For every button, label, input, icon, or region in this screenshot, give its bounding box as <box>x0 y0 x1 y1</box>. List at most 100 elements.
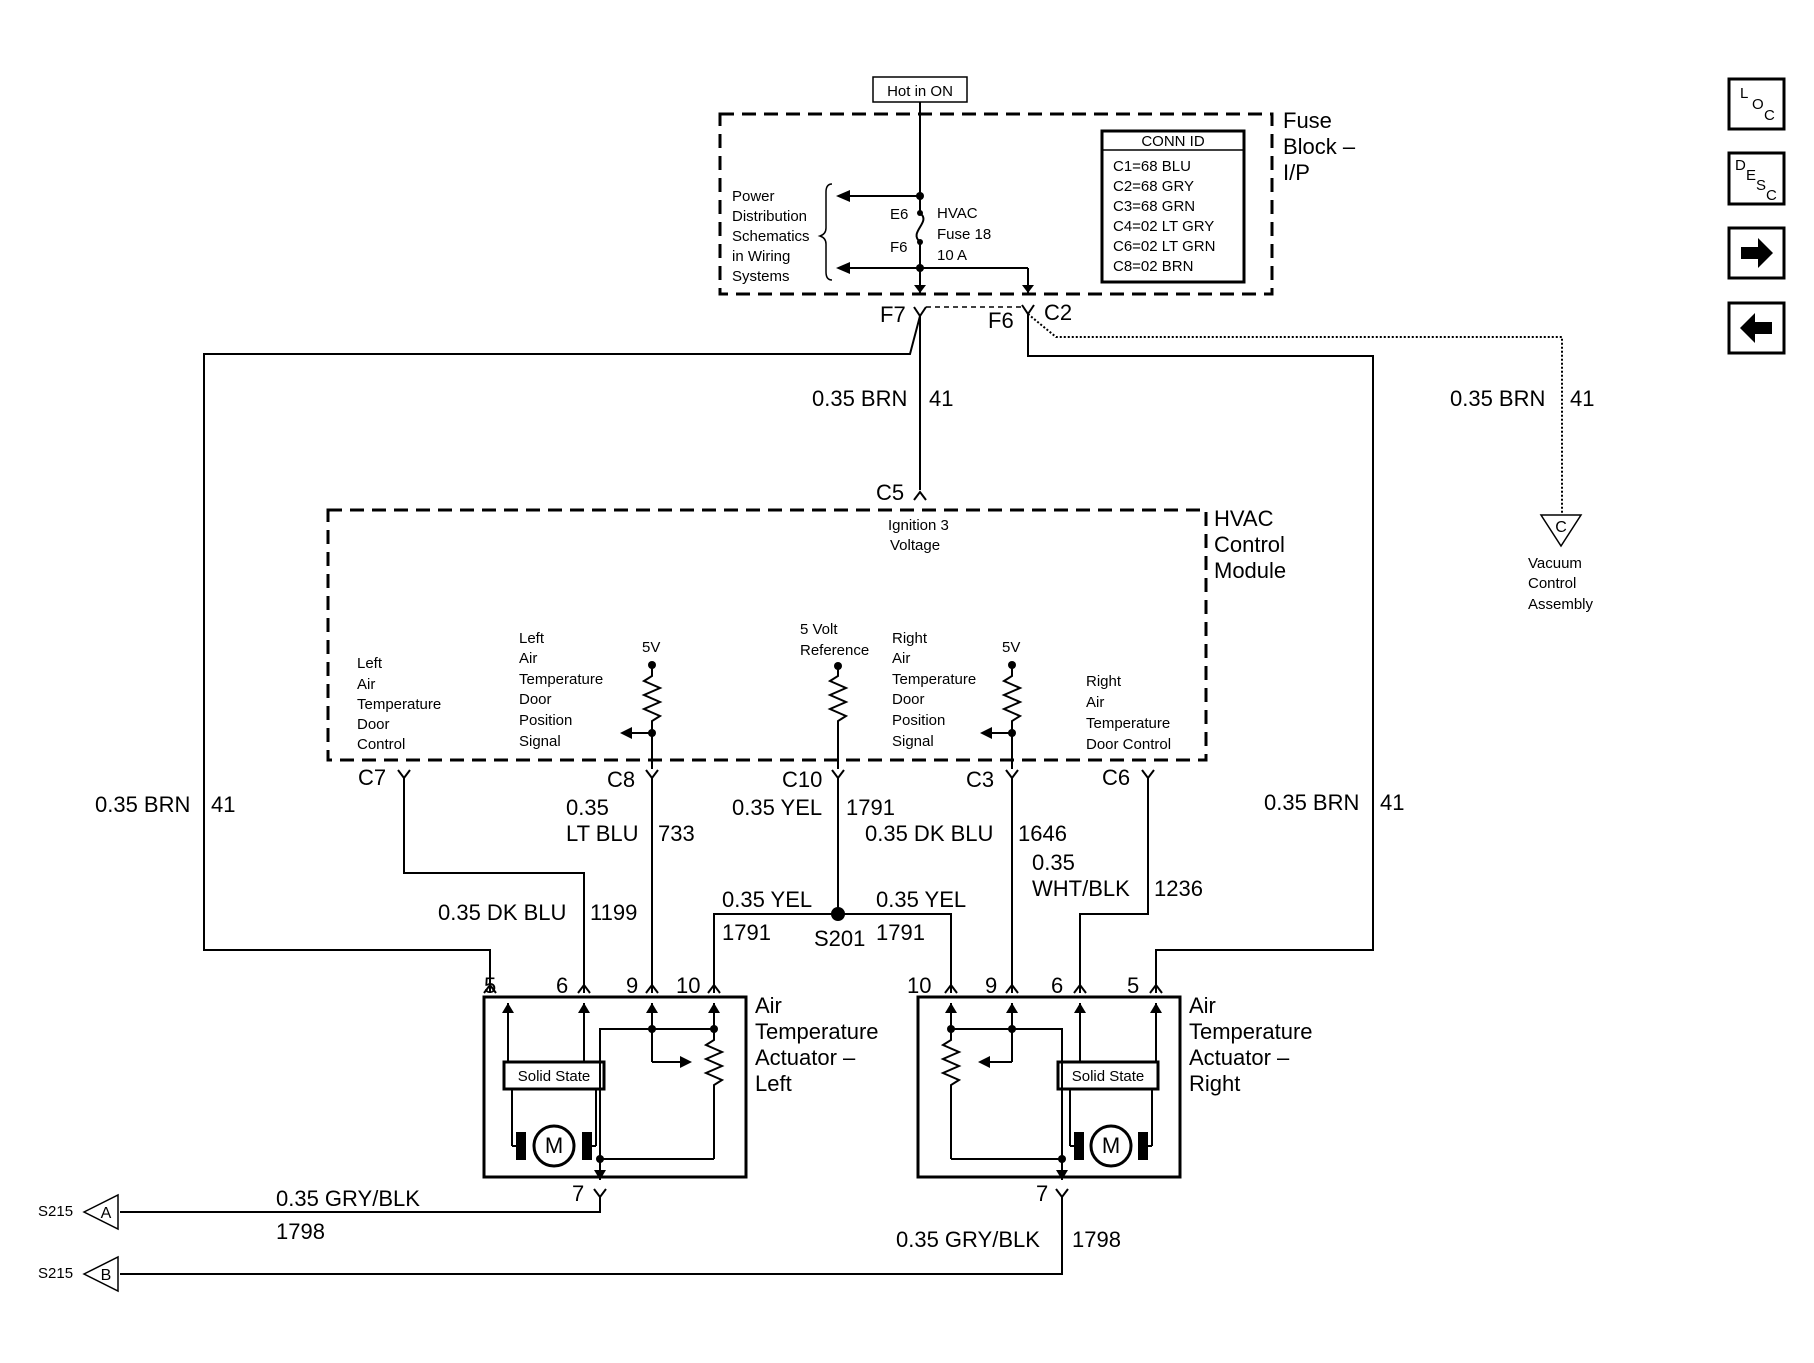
pin-c3: C3 <box>966 767 994 792</box>
five-volt-ref-2: Reference <box>800 642 869 659</box>
left-position-2: Air <box>519 650 537 667</box>
conn-id-row: C6=02 LT GRN <box>1113 238 1215 255</box>
hvac-module-title-3: Module <box>1214 558 1286 583</box>
wire-vacuum-brn <box>1027 313 1563 515</box>
actuator-right-ground-pin: 7 <box>1036 1181 1048 1206</box>
splice-right-label: 0.35 YEL <box>876 887 966 912</box>
wire-c3-label: 0.35 DK BLU <box>865 821 993 846</box>
hot-in-on-box: Hot in ON <box>872 76 968 103</box>
right-door-control-4: Door Control <box>1086 736 1171 753</box>
ground-ref-a: S215 A <box>38 1193 119 1231</box>
vacuum-label-2: Control <box>1528 575 1576 592</box>
right-position-6: Signal <box>892 733 934 750</box>
pin-f7: F7 <box>880 302 906 327</box>
fuse-block-title-3: I/P <box>1283 160 1310 185</box>
conn-id-title: CONN ID <box>1141 133 1205 150</box>
ground-ref-a-splice: S215 <box>38 1203 73 1220</box>
right-position-5: Position <box>892 712 945 729</box>
right-resistor-icon <box>1001 665 1023 769</box>
ground-right-label: 0.35 GRY/BLK <box>896 1227 1040 1252</box>
desc-letter: D <box>1735 157 1746 174</box>
wire-right-brn-label: 0.35 BRN <box>1264 790 1359 815</box>
right-position-1: Right <box>892 630 928 647</box>
actuator-right-title-4: Right <box>1189 1071 1240 1096</box>
wire-c7-label: 0.35 DK BLU <box>438 900 566 925</box>
wire-c7-num: 1199 <box>590 900 637 925</box>
actuator-left-title-4: Left <box>755 1071 792 1096</box>
wire-c6-label-2: WHT/BLK <box>1032 876 1130 901</box>
right-door-control-3: Temperature <box>1086 715 1170 732</box>
right-door-control-2: Air <box>1086 694 1104 711</box>
loc-letter: O <box>1752 96 1764 113</box>
actuator-left-pot-icon <box>703 1029 725 1159</box>
actuator-right-title-1: Air <box>1189 993 1216 1018</box>
left-door-control-4: Door <box>357 716 390 733</box>
right-position-3: Temperature <box>892 671 976 688</box>
wire-center-brn-label: 0.35 BRN <box>812 386 907 411</box>
wire-c6-num: 1236 <box>1154 876 1203 901</box>
left-position-4: Door <box>519 691 552 708</box>
wire-c8-label-2: LT BLU <box>566 821 639 846</box>
wire-c8-num: 733 <box>658 821 695 846</box>
actuator-left-title-2: Temperature <box>755 1019 879 1044</box>
hvac-module-title-2: Control <box>1214 532 1285 557</box>
prev-button[interactable] <box>1727 301 1786 355</box>
wire-ground-right <box>120 1197 1063 1275</box>
motor-icon <box>1089 1124 1133 1168</box>
left-door-control-5: Control <box>357 736 405 753</box>
power-dist-line-4: in Wiring <box>732 248 790 265</box>
pin-c5: C5 <box>876 480 904 505</box>
actuator-right-pin: 10 <box>907 973 931 998</box>
ground-ref-b: S215 B <box>38 1255 119 1293</box>
splice-left-label: 0.35 YEL <box>722 887 812 912</box>
motor-icon <box>532 1124 576 1168</box>
wire-center-brn-num: 41 <box>929 386 953 411</box>
c5-label-2: Voltage <box>890 537 940 554</box>
loc-letter: C <box>1764 107 1775 124</box>
power-dist-line-2: Distribution <box>732 208 807 225</box>
arrow-left-icon <box>836 262 850 274</box>
ground-left-label: 0.35 GRY/BLK <box>276 1186 420 1211</box>
ground-ref-b-splice: S215 <box>38 1265 73 1282</box>
solid-state-right: Solid State <box>1072 1068 1145 1085</box>
conn-id-row: C3=68 GRN <box>1113 198 1195 215</box>
ground-left-num: 1798 <box>276 1219 325 1244</box>
conn-c2: C2 <box>1044 300 1072 325</box>
reference-resistor-icon <box>827 666 849 769</box>
loc-button[interactable]: L O C <box>1727 77 1786 131</box>
splice-name: S201 <box>814 926 865 951</box>
fuse-pin-f6: F6 <box>890 239 908 256</box>
pin-c10: C10 <box>782 767 822 792</box>
left-position-5: Position <box>519 712 572 729</box>
desc-button[interactable]: D E S C <box>1727 151 1786 206</box>
left-position-6: Signal <box>519 733 561 750</box>
next-button[interactable] <box>1727 226 1786 280</box>
vacuum-label-1: Vacuum <box>1528 555 1582 572</box>
actuator-left: 5 6 9 10 Air Temperature Actuator – Left… <box>482 973 879 1180</box>
actuator-left-pin: 10 <box>676 973 700 998</box>
power-dist-line-5: Systems <box>732 268 790 285</box>
wire-c6-label-1: 0.35 <box>1032 850 1075 875</box>
pin-c8: C8 <box>607 767 635 792</box>
left-position-1: Left <box>519 630 545 647</box>
fuse-label-3: 10 A <box>937 247 967 264</box>
right-door-control-1: Right <box>1086 673 1122 690</box>
wire-ground-left <box>120 1197 601 1213</box>
pin-c7: C7 <box>358 765 386 790</box>
ground-right-num: 1798 <box>1072 1227 1121 1252</box>
actuator-left-title-3: Actuator – <box>755 1045 856 1070</box>
actuator-right-pin: 9 <box>985 973 997 998</box>
conn-id-table: CONN ID C1=68 BLU C2=68 GRY C3=68 GRN C4… <box>1100 129 1246 284</box>
wire-c10-label: 0.35 YEL <box>732 795 822 820</box>
actuator-left-pin: 9 <box>626 973 638 998</box>
actuator-right-title-2: Temperature <box>1189 1019 1313 1044</box>
vacuum-connector: C Vacuum Control Assembly <box>1528 514 1594 613</box>
actuator-right: 10 9 6 5 Air Temperature Actuator – Righ… <box>907 973 1313 1180</box>
ground-ref-a-letter: A <box>101 1205 112 1222</box>
wire-c6 <box>1079 778 1149 993</box>
arrow-right-icon <box>1741 238 1773 268</box>
right-position-2: Air <box>892 650 910 667</box>
motor-right-label: M <box>1102 1133 1120 1158</box>
fuse-block: Fuse Block – I/P Power Distribution Sche… <box>718 102 1356 296</box>
power-dist-bracket <box>817 183 833 281</box>
